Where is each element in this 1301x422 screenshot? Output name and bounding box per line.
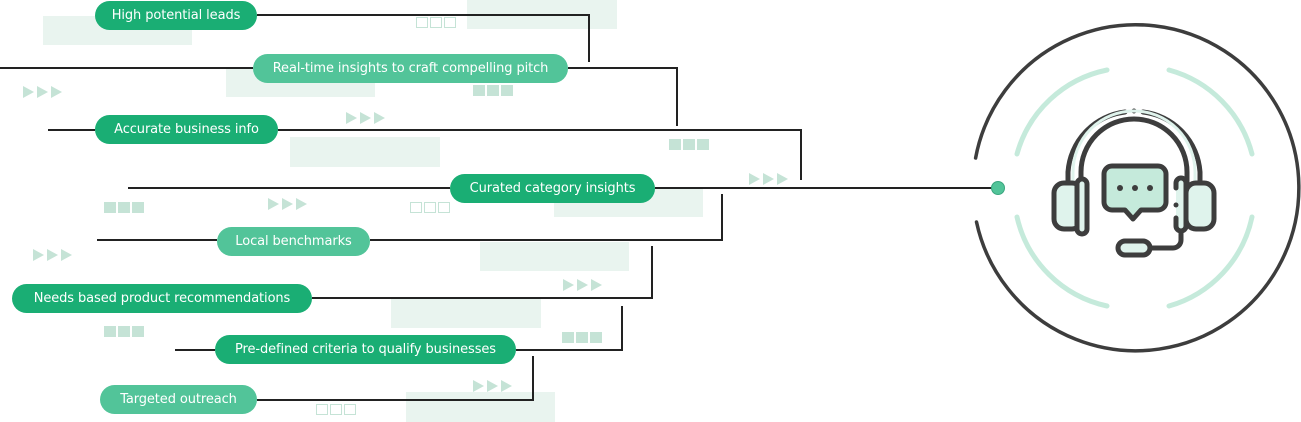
feature-pill-accurate-business-info: Accurate business info [95, 115, 278, 144]
arrows-decoration [268, 198, 310, 210]
feature-pill-high-potential-leads: High potential leads [95, 1, 257, 30]
hub-arc-bottom-left [1014, 214, 1110, 309]
hub-arc-bottom-right [1166, 214, 1255, 309]
connector-line [257, 356, 534, 401]
arrows-decoration [563, 279, 605, 291]
connector-line [278, 129, 802, 180]
outline-squares-decoration [416, 17, 456, 28]
background-block [290, 137, 440, 167]
arrows-decoration [346, 112, 388, 124]
outline-squares-decoration [410, 202, 450, 213]
feature-pill-pre-defined-criteria: Pre-defined criteria to qualify business… [215, 335, 516, 364]
connector-line [516, 306, 623, 351]
arrows-decoration [33, 249, 75, 261]
right-ear-cup [1183, 180, 1217, 232]
connector-line [370, 194, 723, 241]
connector-line [568, 67, 678, 126]
hub-connector-dot [991, 181, 1005, 195]
hub-outer-ring [973, 23, 1301, 353]
connector-line [257, 14, 590, 62]
arrows-decoration [749, 173, 791, 185]
filled-squares-decoration [473, 85, 513, 96]
feature-pill-curated-category-insights: Curated category insights [450, 174, 655, 203]
background-block [406, 392, 555, 422]
chat-bubble-icon [1101, 163, 1169, 222]
customer-support-headset-icon [1051, 108, 1217, 258]
hub-arc-top-right [1166, 67, 1255, 157]
background-block [480, 242, 629, 271]
filled-squares-decoration [104, 326, 144, 337]
feature-pill-targeted-outreach: Targeted outreach [100, 385, 257, 414]
outline-squares-decoration [316, 404, 356, 415]
mic-boom [1147, 228, 1184, 251]
filled-squares-decoration [104, 202, 144, 213]
background-block [391, 299, 541, 328]
filled-squares-decoration [669, 139, 709, 150]
arrows-decoration [23, 86, 65, 98]
connector-line [312, 246, 653, 299]
feature-pill-needs-based-recommendations: Needs based product recommendations [12, 284, 312, 313]
microphone-icon [1115, 238, 1153, 258]
hub-inner-arcs [1014, 67, 1255, 309]
hub-arc-top-left [1014, 67, 1110, 157]
arrows-decoration [473, 380, 515, 392]
feature-pill-local-benchmarks: Local benchmarks [217, 227, 370, 256]
feature-pill-real-time-insights: Real-time insights to craft compelling p… [253, 54, 568, 83]
ellipsis-icon [1117, 185, 1153, 191]
filled-squares-decoration [562, 332, 602, 343]
